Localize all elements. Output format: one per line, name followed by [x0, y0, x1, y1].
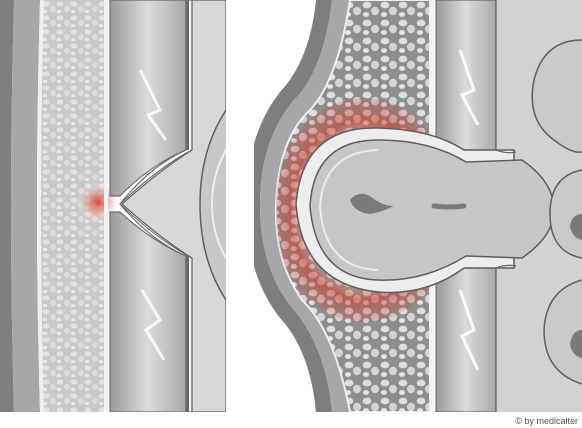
left-panel-early-stage	[0, 0, 226, 412]
skin-layer	[11, 0, 40, 412]
right-panel-hernia-stage	[254, 0, 582, 412]
copyright-credit: © by medicalter	[515, 416, 578, 426]
left-illustration	[0, 0, 226, 412]
lower-muscle-right	[436, 268, 496, 412]
right-illustration	[254, 0, 582, 412]
upper-muscle-right	[436, 0, 496, 150]
